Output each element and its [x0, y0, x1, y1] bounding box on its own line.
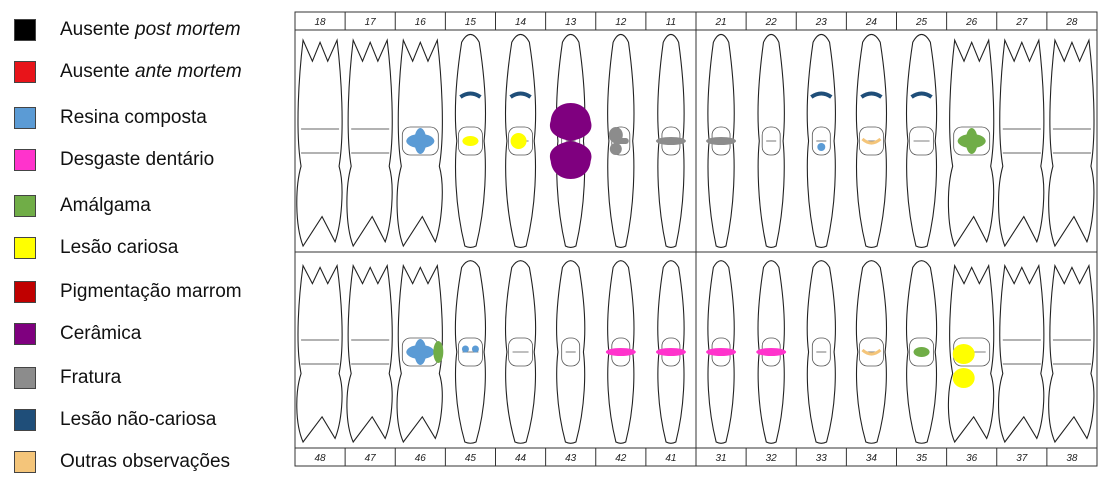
mark-resina-composta-46 — [414, 339, 426, 365]
tooth-21[interactable] — [706, 34, 736, 247]
tooth-number-43: 43 — [565, 453, 577, 464]
tooth-outline-38 — [1049, 266, 1094, 442]
mark-amalgama-46 — [433, 341, 443, 363]
tooth-48[interactable] — [297, 266, 342, 442]
tooth-number-12: 12 — [615, 17, 627, 28]
tooth-44[interactable] — [506, 261, 536, 444]
tooth-number-46: 46 — [415, 453, 427, 464]
mark-fratura-11 — [656, 137, 686, 145]
tooth-27[interactable] — [999, 40, 1044, 246]
tooth-28[interactable] — [1049, 40, 1094, 246]
tooth-32[interactable] — [756, 261, 786, 444]
tooth-25[interactable] — [907, 34, 937, 247]
tooth-33[interactable] — [807, 261, 835, 444]
tooth-number-45: 45 — [465, 453, 477, 464]
tooth-35[interactable] — [907, 261, 937, 444]
tooth-outline-48 — [297, 266, 342, 442]
mark-lesao-cariosa-15 — [462, 136, 478, 146]
tooth-number-26: 26 — [965, 17, 978, 28]
mark-ceramica-13 — [550, 103, 592, 179]
tooth-43[interactable] — [557, 261, 585, 444]
tooth-number-31: 31 — [716, 453, 727, 464]
mark-fratura-12 — [613, 138, 629, 144]
tooth-number-21: 21 — [715, 17, 727, 28]
tooth-26[interactable] — [948, 40, 993, 246]
tooth-number-15: 15 — [465, 17, 477, 28]
tooth-number-24: 24 — [865, 17, 878, 28]
tooth-number-34: 34 — [866, 453, 878, 464]
tooth-outline-28 — [1049, 40, 1094, 246]
tooth-16[interactable] — [397, 40, 442, 246]
mark-desgaste-dentario-41 — [656, 348, 686, 356]
tooth-number-13: 13 — [565, 17, 577, 28]
tooth-number-48: 48 — [315, 453, 327, 464]
mark-lesao-cariosa-36 — [953, 344, 975, 364]
mark-resina-composta-23 — [817, 143, 825, 151]
tooth-number-17: 17 — [365, 17, 377, 28]
tooth-number-23: 23 — [815, 17, 828, 28]
tooth-number-35: 35 — [916, 453, 928, 464]
mark-fratura-21 — [706, 137, 736, 145]
tooth-number-47: 47 — [365, 453, 377, 464]
tooth-number-37: 37 — [1016, 453, 1028, 464]
tooth-number-42: 42 — [615, 453, 627, 464]
tooth-number-44: 44 — [515, 453, 527, 464]
mark-resina-composta-45 — [472, 346, 479, 353]
mark-resina-composta-45 — [462, 346, 469, 353]
tooth-15[interactable] — [455, 34, 485, 247]
tooth-24[interactable] — [856, 34, 886, 247]
mark-desgaste-dentario-32 — [756, 348, 786, 356]
tooth-outline-17 — [347, 40, 392, 246]
tooth-number-25: 25 — [915, 17, 928, 28]
tooth-13[interactable] — [550, 34, 592, 247]
tooth-46[interactable] — [397, 266, 443, 442]
tooth-number-27: 27 — [1015, 17, 1028, 28]
tooth-36[interactable] — [948, 266, 993, 442]
tooth-number-16: 16 — [415, 17, 427, 28]
tooth-34[interactable] — [856, 261, 886, 444]
tooth-45[interactable] — [455, 261, 485, 444]
tooth-41[interactable] — [656, 261, 686, 444]
tooth-23[interactable] — [807, 34, 835, 247]
tooth-12[interactable] — [608, 34, 634, 247]
mark-desgaste-dentario-31 — [706, 348, 736, 356]
tooth-number-28: 28 — [1065, 17, 1078, 28]
tooth-37[interactable] — [999, 266, 1044, 442]
tooth-number-38: 38 — [1066, 453, 1078, 464]
mark-amalgama-26 — [966, 128, 978, 154]
tooth-number-14: 14 — [515, 17, 527, 28]
tooth-outline-47 — [347, 266, 392, 442]
tooth-11[interactable] — [656, 34, 686, 247]
tooth-17[interactable] — [347, 40, 392, 246]
tooth-number-36: 36 — [966, 453, 978, 464]
mark-amalgama-35 — [914, 347, 930, 357]
tooth-47[interactable] — [347, 266, 392, 442]
mark-lesao-cariosa-14 — [511, 133, 527, 149]
mark-resina-composta-16 — [414, 128, 426, 154]
tooth-number-41: 41 — [665, 453, 676, 464]
tooth-14[interactable] — [506, 34, 536, 247]
mark-lesao-cariosa-36 — [953, 368, 975, 388]
tooth-number-32: 32 — [766, 453, 778, 464]
tooth-outline-18 — [297, 40, 342, 246]
tooth-22[interactable] — [758, 34, 784, 247]
tooth-31[interactable] — [706, 261, 736, 444]
tooth-18[interactable] — [297, 40, 342, 246]
tooth-number-11: 11 — [666, 17, 676, 28]
tooth-outline-37 — [999, 266, 1044, 442]
tooth-number-33: 33 — [816, 453, 828, 464]
mark-desgaste-dentario-42 — [606, 348, 636, 356]
tooth-38[interactable] — [1049, 266, 1094, 442]
tooth-outline-27 — [999, 40, 1044, 246]
tooth-number-22: 22 — [765, 17, 778, 28]
mark-fratura-12 — [610, 143, 622, 155]
tooth-number-18: 18 — [315, 17, 327, 28]
tooth-42[interactable] — [606, 261, 636, 444]
